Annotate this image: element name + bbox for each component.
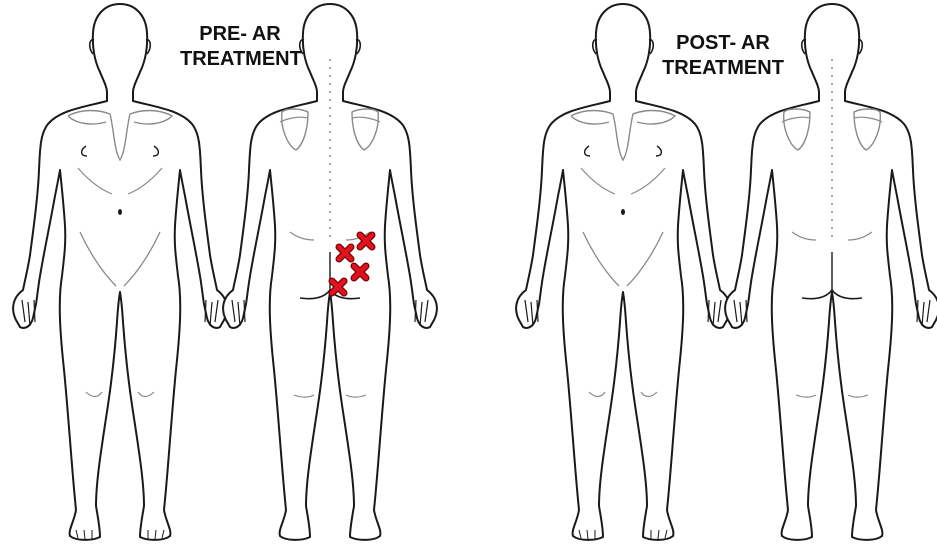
x-mark-icon — [339, 247, 351, 259]
post-label-line1: POST- AR — [658, 31, 788, 56]
pre-back-body-figure — [223, 4, 437, 540]
pre-treatment-label: PRE- AR TREATMENT — [180, 22, 300, 72]
post-back-body-figure — [725, 4, 937, 540]
post-front-body-figure — [516, 4, 730, 540]
post-treatment-label: POST- AR TREATMENT — [658, 31, 788, 81]
post-treatment-panel — [516, 4, 937, 540]
x-mark-icon — [332, 281, 344, 293]
x-mark-icon — [360, 235, 372, 247]
post-label-line2: TREATMENT — [658, 56, 788, 81]
x-mark-icon — [354, 266, 366, 278]
pre-front-body-figure — [13, 4, 227, 540]
pre-label-line2: TREATMENT — [180, 47, 300, 72]
pre-label-line1: PRE- AR — [180, 22, 300, 47]
pre-treatment-panel — [13, 4, 437, 540]
